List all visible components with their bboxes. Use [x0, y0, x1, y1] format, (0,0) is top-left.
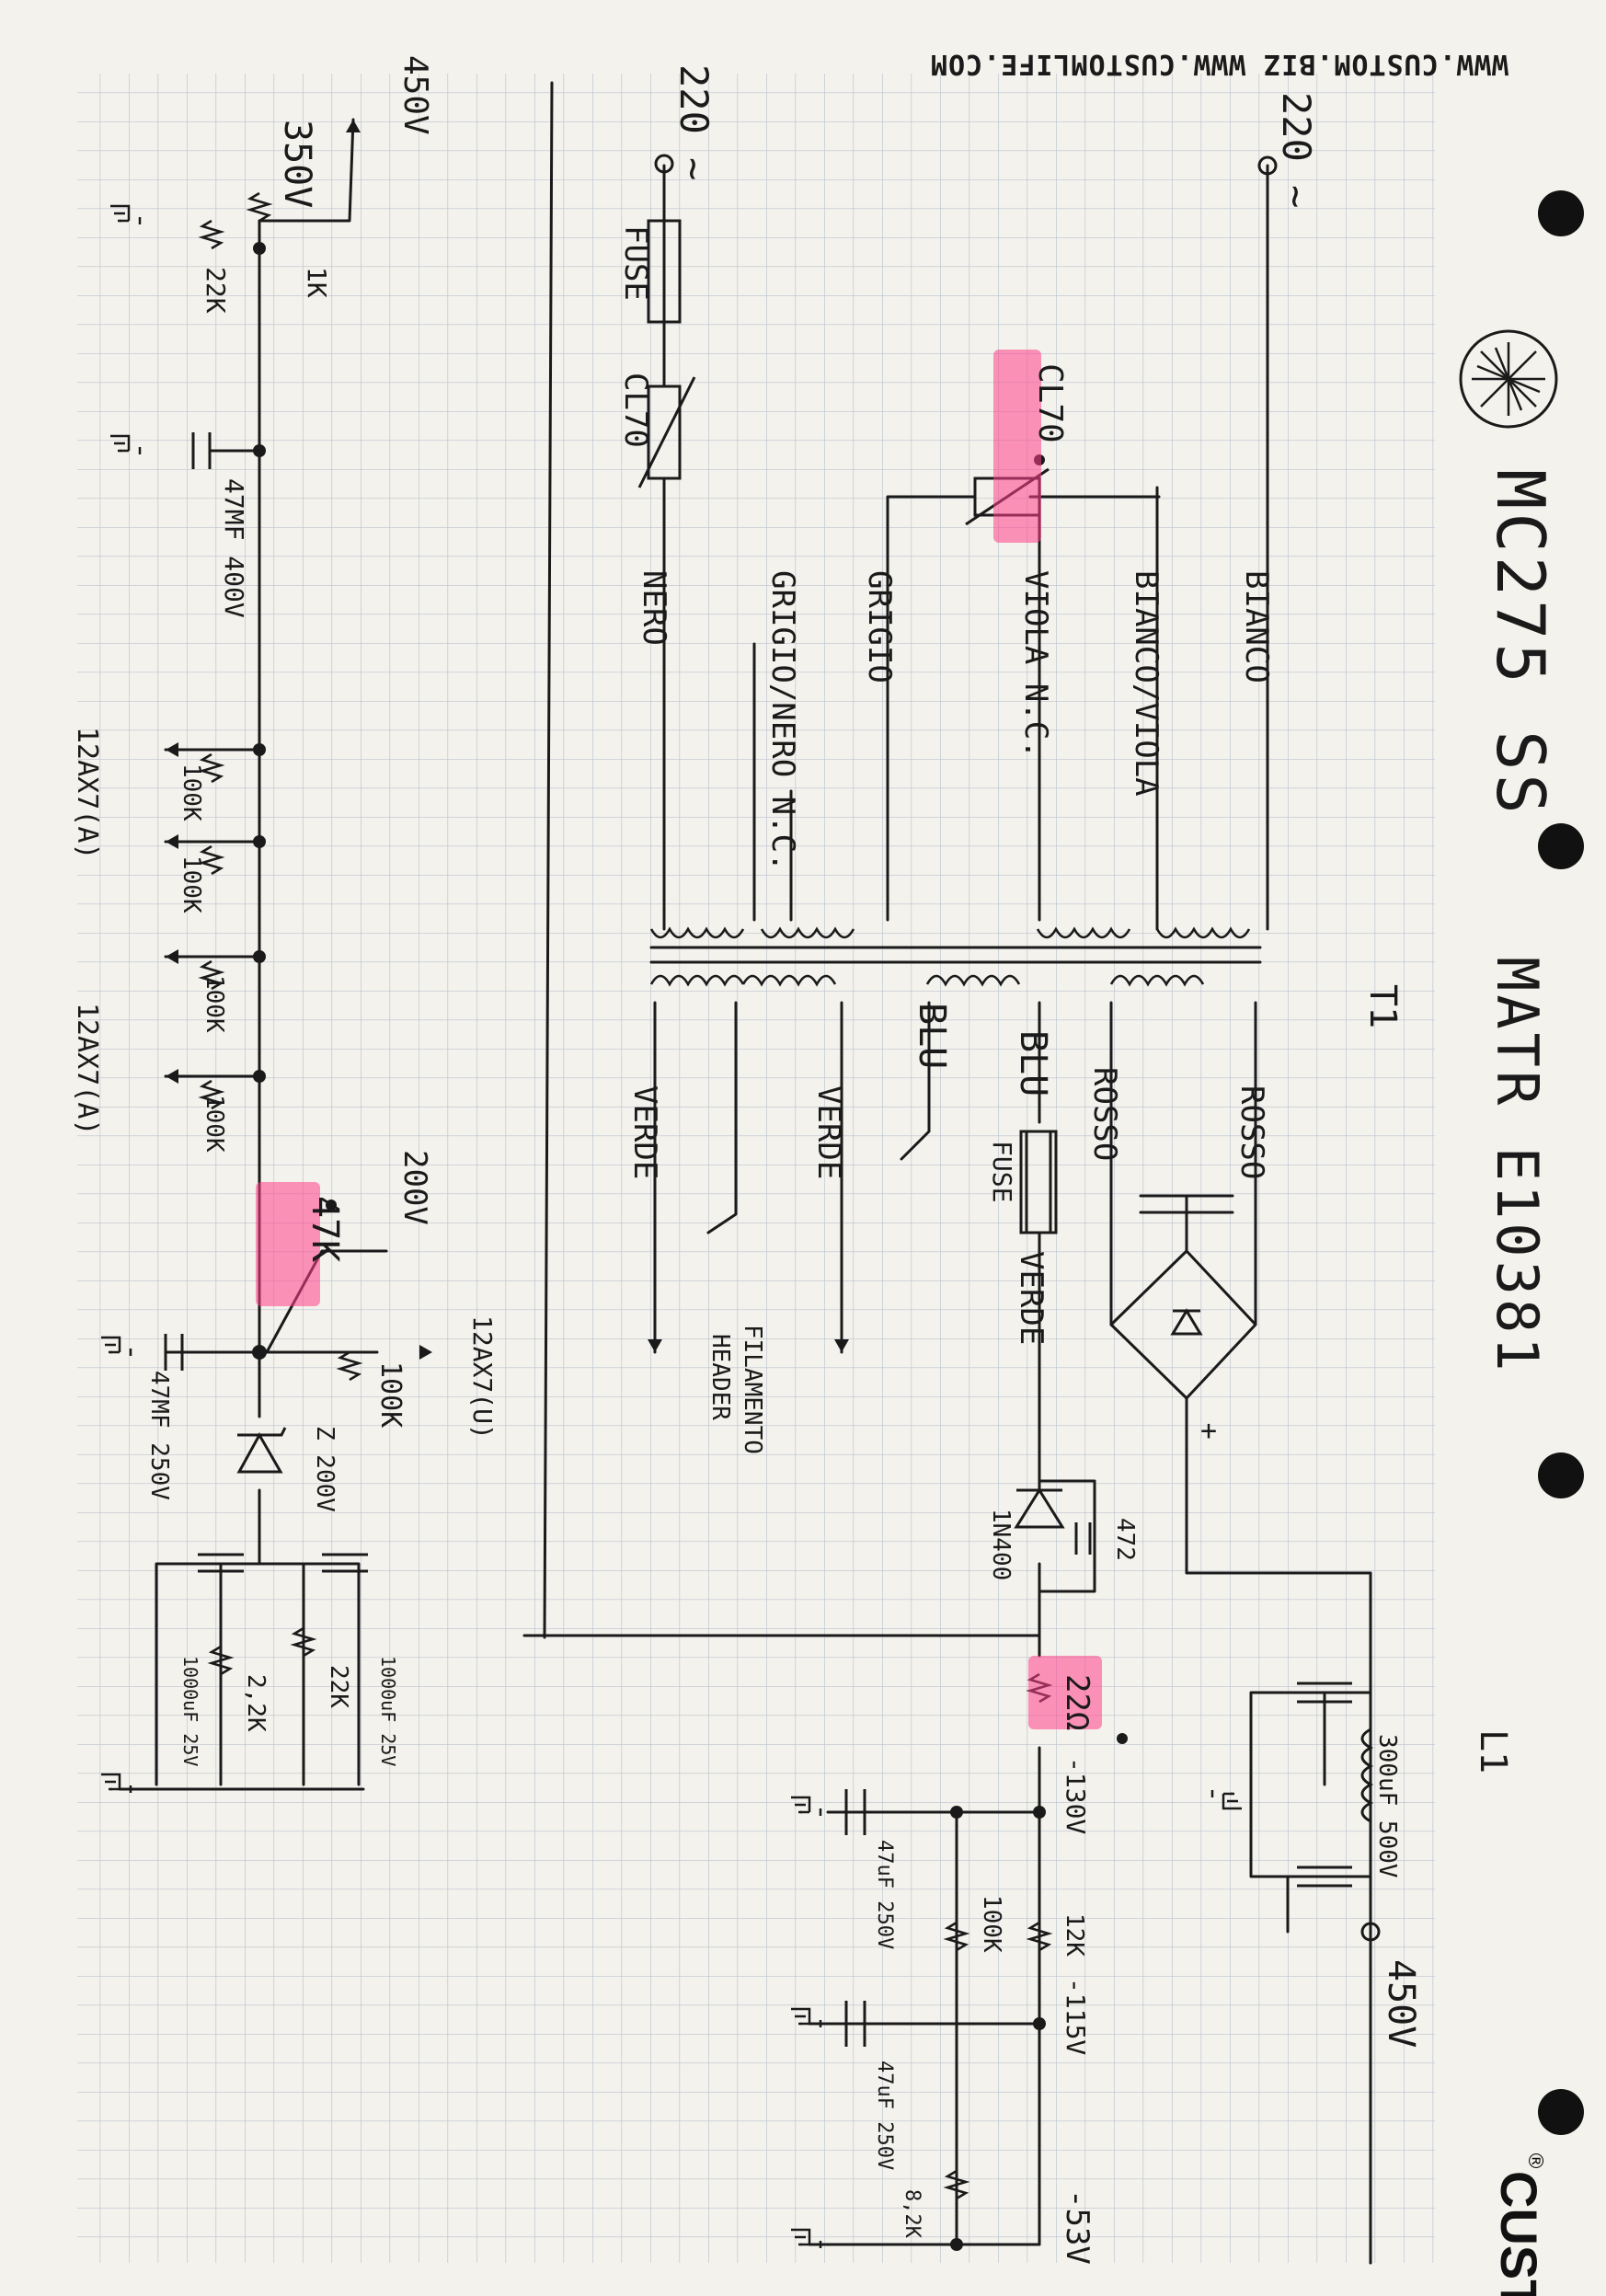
wire-label-bianco: BIANCO [1238, 570, 1275, 683]
wire-label-blu-2: BLU [1012, 1030, 1054, 1096]
bias-r82k-label: 8,2K [901, 2189, 923, 2239]
r100k-label-1: 100K [178, 763, 205, 821]
tube-b-label: 12AX7(A) [71, 1003, 103, 1136]
left-r100k-b-label: 100K [374, 1361, 407, 1428]
wire-label-grigio: GRIGIO [861, 570, 898, 683]
brand-logo: CUSTOM ® [1490, 2151, 1548, 2296]
wire-label-verde-bias: VERDE [1013, 1251, 1050, 1345]
bias-v2-label: -115V [1061, 1978, 1091, 2055]
bplus-voltage-label: 450V [1380, 1959, 1422, 2048]
left-cap-c2-label: 1000uF 25V [179, 1656, 201, 1766]
header-label: HEADER [706, 1334, 734, 1420]
left-cap-b-label: 47MF 250V [145, 1371, 173, 1500]
left-cap-c1-label: 1000uF 25V [377, 1656, 399, 1766]
left-r22k-c-label: 2,2K [242, 1674, 270, 1732]
wire-label-rosso-1: ROSSO [1233, 1085, 1270, 1179]
zener-label: Z 200V [311, 1426, 338, 1512]
bias-cap-472-label: 472 [1111, 1518, 1139, 1561]
mains-right-label: 220 ~ [1274, 92, 1319, 208]
mains-left-label: 220 ~ [671, 64, 717, 180]
wire-label-viola-nc: VIOLA N.C. [1017, 570, 1054, 759]
left-r1k-label: 1K [302, 267, 332, 298]
left-450v-label: 450V [396, 55, 434, 135]
left-r22k-label: 22K [201, 267, 231, 314]
diode-1n400-label: 1N400 [987, 1509, 1015, 1580]
thermistor-right-label: CL70 [1031, 363, 1069, 443]
wire-label-nero: NERO [636, 570, 672, 646]
wire-label-bianco-viola: BIANCO/VIOLA [1128, 570, 1164, 797]
bplus-cap-label: 300uF 500V [1373, 1734, 1401, 1878]
junction-dots [252, 242, 1128, 2251]
left-r47k-label: 47K [304, 1196, 346, 1262]
wiring [118, 81, 1372, 2265]
brand-text: CUSTOM [1490, 2171, 1548, 2296]
star-seal-icon [1459, 329, 1558, 429]
tube-a-label: 12AX7(A) [71, 727, 103, 860]
bias-r12k-label: 12K [1061, 1913, 1088, 1957]
r100k-label-3: 100K [201, 975, 228, 1033]
wire-label-verde-fil-2: VERDE [626, 1085, 663, 1179]
left-350v-label: 350V [276, 120, 318, 208]
wire-label-rosso-2: ROSSO [1086, 1067, 1123, 1161]
bias-v1-label: -130V [1061, 1757, 1091, 1834]
r100k-label-4: 100K [201, 1095, 228, 1153]
bias-v3-label: -53V [1059, 2189, 1096, 2265]
bias-cap1-label: 47uF 250V [873, 1840, 896, 1949]
wire-label-blu-1: BLU [911, 1003, 953, 1069]
resistor-22-label: 22Ω [1059, 1674, 1096, 1730]
left-cap-label: 47MF 400V [219, 478, 249, 618]
highlight-marks [256, 350, 1102, 1729]
secondary-fuse-label: FUSE [987, 1141, 1017, 1202]
wire-label-grigio-nero-nc: GRIGIO/NERO N.C. [764, 570, 801, 872]
bias-cap2-label: 47uF 250V [873, 2061, 896, 2170]
grid-area [77, 74, 1435, 2263]
arrow-heads [166, 120, 849, 1360]
transformer-label: T1 [1361, 984, 1404, 1028]
left-200v-label: 200V [396, 1150, 433, 1225]
thermistor-left-label: CL70 [617, 373, 654, 448]
punch-holes [1538, 190, 1584, 2135]
header-url-text: WWW.CUSTOM.BIZ WWW.CUSTOMLIFE.COM [930, 48, 1508, 80]
bias-r100k-label: 100K [978, 1895, 1005, 1953]
fuse-label: FUSE [617, 225, 654, 301]
bridge-plus-label: + [1200, 1415, 1217, 1447]
choke-label: L1 [1472, 1729, 1514, 1774]
model-title: MC275 SS [1482, 469, 1559, 818]
tube-c-label: 12AX7(U) [467, 1315, 498, 1440]
filament-label: FILAMENTO [739, 1325, 766, 1454]
wire-label-verde-fil-1: VERDE [810, 1085, 847, 1179]
left-r22k-b-label: 22K [325, 1665, 352, 1708]
mains-terminals [654, 154, 1381, 1942]
serial-title: MATR E10381 [1484, 957, 1551, 1375]
r100k-label-2: 100K [178, 855, 205, 913]
registered-mark: ® [1523, 2151, 1546, 2171]
